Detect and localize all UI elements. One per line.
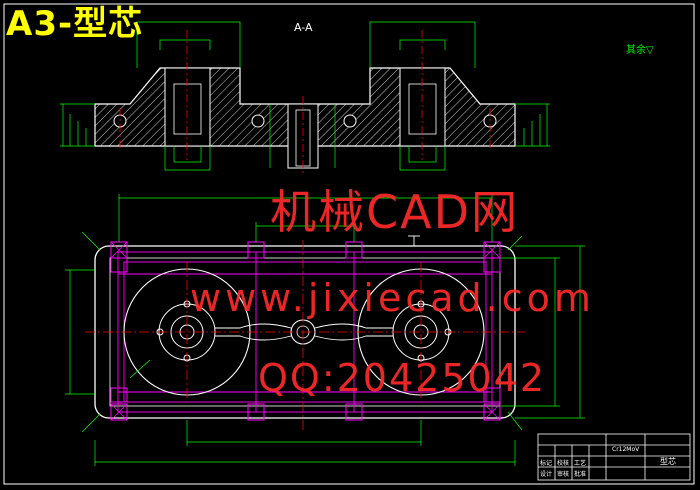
title-block <box>537 433 691 481</box>
title-block-cell: 标记 <box>540 460 553 467</box>
title-block-cell: 批准 <box>574 471 587 478</box>
drawing-title-overlay: A3-型芯 <box>6 4 144 44</box>
hole <box>251 114 265 128</box>
title-block-cell: 审核 <box>557 471 570 478</box>
left-bore-inner <box>173 83 202 135</box>
hole <box>343 114 357 128</box>
title-block-cell: 工艺 <box>574 460 587 467</box>
watermark-line-2: www.jixiecad.com <box>190 276 595 320</box>
section-label: A-A <box>294 21 313 34</box>
section-view-aa <box>60 21 550 176</box>
title-block-material: Cr12MoV <box>612 446 640 453</box>
section-marker <box>408 235 420 246</box>
watermark-line-1: 机械CAD网 <box>270 185 520 239</box>
watermark-line-3: QQ:20425042 <box>258 356 547 400</box>
drawing-border <box>3 3 695 485</box>
plan-view <box>65 194 585 466</box>
right-bore-inner <box>408 83 437 135</box>
title-block-cell: 设计 <box>540 471 553 478</box>
title-block-part-name: 型芯 <box>660 457 676 466</box>
roughness-note: 其余▽ <box>626 45 654 56</box>
title-block-cell: 校核 <box>557 460 570 467</box>
